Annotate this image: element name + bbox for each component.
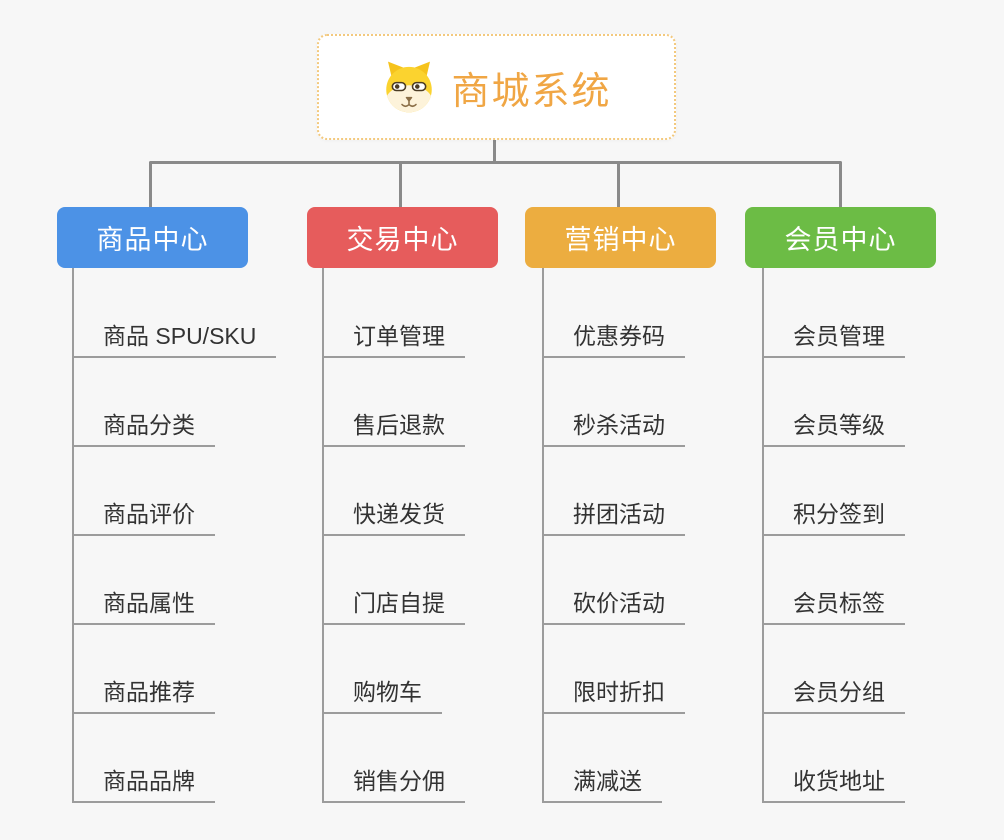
branch-drop-connector [617, 162, 620, 208]
subtopic-node[interactable]: 订单管理 [322, 323, 465, 358]
subtopic-node[interactable]: 积分签到 [762, 501, 905, 536]
subtopic-node[interactable]: 会员分组 [762, 679, 905, 714]
subtopic-node[interactable]: 商品评价 [72, 501, 215, 536]
subtopic-node[interactable]: 会员标签 [762, 590, 905, 625]
subtopic-node[interactable]: 购物车 [322, 679, 442, 714]
root-node[interactable]: 商城系统 [317, 34, 676, 140]
subtopic-node[interactable]: 拼团活动 [542, 501, 685, 536]
branch-label: 营销中心 [564, 225, 677, 255]
branch-label: 交易中心 [346, 225, 459, 255]
branch-drop-connector [399, 162, 402, 208]
subtopic-node[interactable]: 会员管理 [762, 323, 905, 358]
subtopic-node[interactable]: 售后退款 [322, 412, 465, 447]
subtopic-node[interactable]: 砍价活动 [542, 590, 685, 625]
branch-member-center[interactable]: 会员中心 [745, 207, 936, 268]
branch-label: 商品中心 [96, 225, 209, 255]
subtopic-node[interactable]: 商品属性 [72, 590, 215, 625]
subtopic-node[interactable]: 秒杀活动 [542, 412, 685, 447]
subtopic-node[interactable]: 门店自提 [322, 590, 465, 625]
branch-label: 会员中心 [784, 225, 897, 255]
dog-face-icon [386, 61, 433, 113]
branch-drop-connector [839, 162, 842, 208]
root-stem-connector [493, 140, 496, 163]
subtopic-node[interactable]: 销售分佣 [322, 768, 465, 803]
branch-goods-center[interactable]: 商品中心 [57, 207, 248, 268]
subtopic-node[interactable]: 商品推荐 [72, 679, 215, 714]
branch-marketing-center[interactable]: 营销中心 [525, 207, 716, 268]
subtopic-node[interactable]: 商品品牌 [72, 768, 215, 803]
subtopic-node[interactable]: 商品分类 [72, 412, 215, 447]
subtopic-node[interactable]: 快递发货 [322, 501, 465, 536]
root-title: 商城系统 [451, 70, 612, 113]
branch-trade-center[interactable]: 交易中心 [307, 207, 498, 268]
subtopic-node[interactable]: 限时折扣 [542, 679, 685, 714]
subtopic-node[interactable]: 商品 SPU/SKU [72, 323, 277, 358]
subtopic-node[interactable]: 满减送 [542, 768, 662, 803]
branch-rail-connector [149, 161, 842, 164]
branch-drop-connector [149, 162, 152, 208]
subtopic-node[interactable]: 收货地址 [762, 768, 905, 803]
subtopic-node[interactable]: 会员等级 [762, 412, 905, 447]
subtopic-node[interactable]: 优惠券码 [542, 323, 685, 358]
